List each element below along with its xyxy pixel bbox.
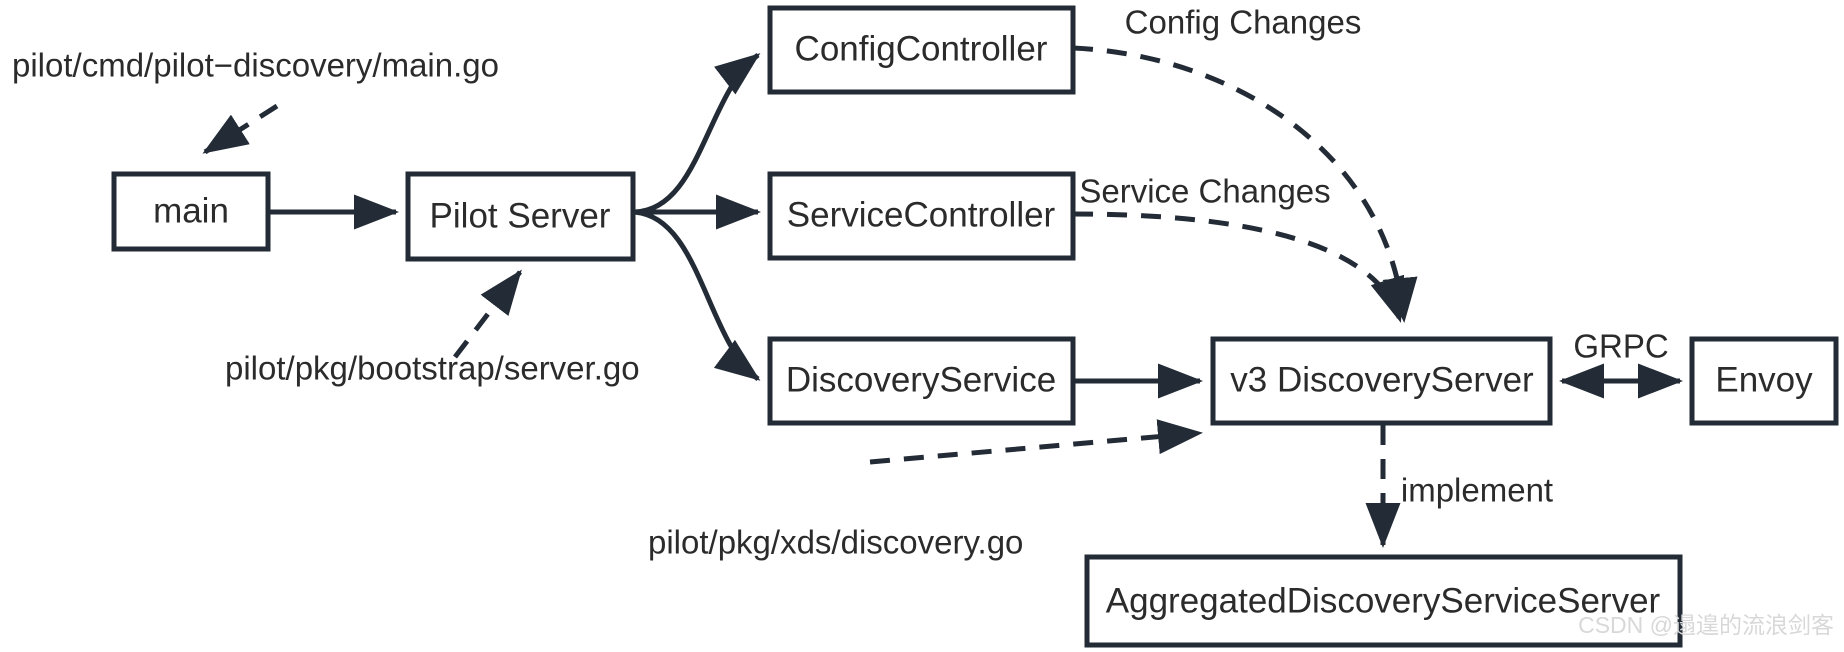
node-config-controller-label: ConfigController (795, 29, 1048, 68)
node-main[interactable]: main (111, 171, 271, 252)
node-pilot-server-box (405, 171, 636, 262)
edge-pilot-server-to-config-controller (632, 53, 761, 215)
edge-main-annotation-pointer (202, 103, 279, 155)
edge-service-changes-dashed (1072, 211, 1405, 323)
node-envoy[interactable]: Envoy (1689, 336, 1839, 426)
annotation-main-go: pilot/cmd/pilot−discovery/main.go (12, 47, 499, 84)
node-main-label: main (153, 191, 229, 230)
annotation-bootstrap-go: pilot/pkg/bootstrap/server.go (225, 350, 640, 387)
csdn-watermark: CSDN @遢遑的流浪剑客 (1578, 612, 1834, 638)
node-config-controller[interactable]: ConfigController (767, 5, 1076, 95)
edge-xds-annotation-pointer (869, 419, 1203, 465)
node-main-box (111, 171, 271, 252)
edge-pilot-server-to-discovery-service (632, 209, 761, 381)
node-pilot-server-label: Pilot Server (430, 196, 611, 235)
annotation-xds-go: pilot/pkg/xds/discovery.go (648, 524, 1023, 561)
node-service-controller-label: ServiceController (787, 195, 1056, 234)
node-envoy-label: Envoy (1715, 360, 1813, 399)
node-discovery-service-label: DiscoveryService (786, 360, 1056, 399)
node-ads-server-label: AggregatedDiscoveryServiceServer (1106, 581, 1661, 620)
node-discovery-service-box (767, 336, 1076, 426)
node-config-controller-box (767, 5, 1076, 95)
edge-label-grpc: GRPC (1573, 328, 1668, 365)
node-envoy-box (1689, 336, 1839, 426)
node-pilot-server[interactable]: Pilot Server (405, 171, 636, 262)
edge-label-config-changes: Config Changes (1125, 4, 1362, 41)
node-service-controller[interactable]: ServiceController (767, 171, 1076, 261)
node-discovery-service[interactable]: DiscoveryService (767, 336, 1076, 426)
node-v3-discovery-server-label: v3 DiscoveryServer (1230, 360, 1534, 399)
edge-label-implement: implement (1401, 472, 1553, 509)
node-ads-server[interactable]: AggregatedDiscoveryServiceServer (1084, 554, 1683, 648)
edge-bootstrap-annotation-pointer (453, 269, 522, 359)
node-ads-server-box (1084, 554, 1683, 648)
node-v3-discovery-server-box (1210, 336, 1553, 426)
edge-label-service-changes: Service Changes (1079, 173, 1330, 210)
node-v3-discovery-server[interactable]: v3 DiscoveryServer (1210, 336, 1553, 426)
